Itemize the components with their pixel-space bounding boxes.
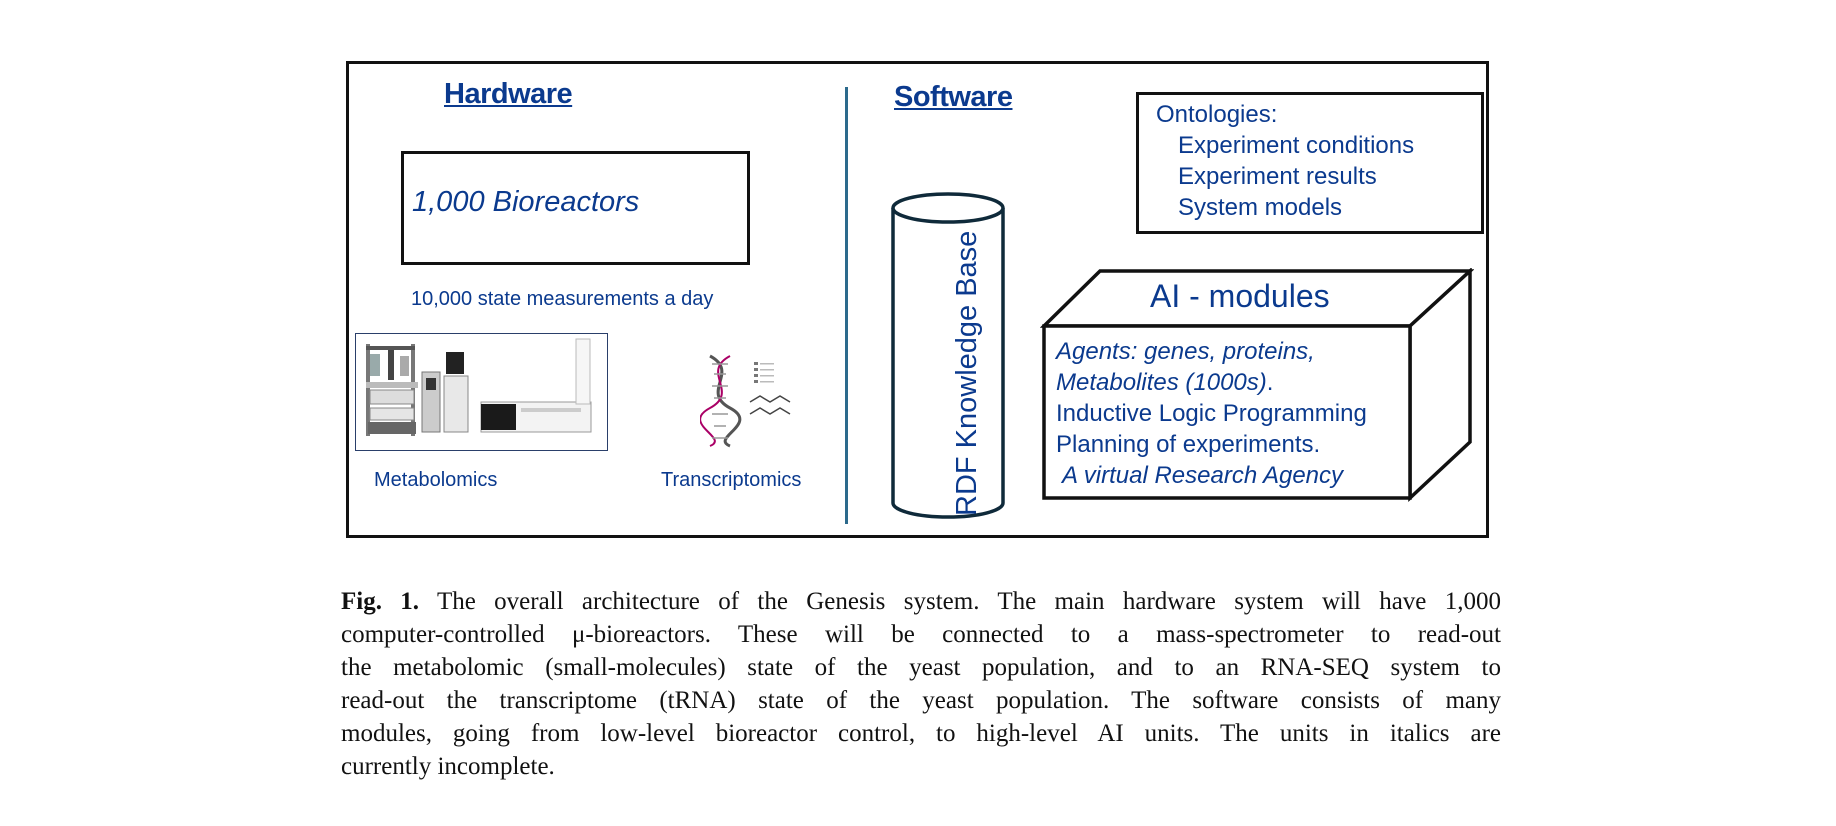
ai-module-line: . <box>1266 369 1274 396</box>
transcriptomics-label: Transcriptomics <box>661 469 802 491</box>
caption-line: Fig. 1. The overall architecture of the … <box>341 585 1501 618</box>
measurements-label: 10,000 state measurements a day <box>411 288 714 310</box>
ontologies-title: Ontologies: <box>1156 101 1278 128</box>
caption-text: The overall architecture of the Genesis … <box>436 588 1501 615</box>
ontology-item: Experiment results <box>1178 163 1377 190</box>
ai-module-line: Planning of experiments. <box>1056 431 1321 458</box>
ai-module-line: Agents: genes, proteins, <box>1056 338 1315 365</box>
ai-modules-box <box>1040 268 1474 503</box>
caption-line: read-out the transcriptome (tRNA) state … <box>341 687 1501 714</box>
caption-label: Fig. 1. <box>341 588 420 615</box>
software-heading: Software <box>894 81 1013 113</box>
knowledge-base-cylinder <box>891 192 1005 519</box>
metabolomics-label: Metabolomics <box>374 469 498 491</box>
bioreactors-box <box>401 151 750 265</box>
caption-line: the metabolomic (small-molecules) state … <box>341 654 1501 681</box>
hardware-heading: Hardware <box>444 78 573 110</box>
ai-modules-title: AI - modules <box>1150 278 1330 314</box>
lab-equipment-illustration <box>366 338 592 436</box>
ontology-item: System models <box>1178 194 1343 221</box>
ai-module-line: A virtual Research Agency <box>1062 462 1344 489</box>
metabolomics-instrument-image <box>355 333 608 451</box>
ai-module-line-group: Metabolites (1000s). <box>1056 369 1273 397</box>
knowledge-base-label: RDF Knowledge Base <box>951 230 983 516</box>
ai-module-line: Inductive Logic Programming <box>1056 400 1367 427</box>
ontology-item: Experiment conditions <box>1178 132 1415 159</box>
hardware-software-divider <box>845 87 848 524</box>
caption-line: modules, going from low-level bioreactor… <box>341 720 1501 747</box>
dna-helix-icon <box>700 354 791 448</box>
bioreactors-label: 1,000 Bioreactors <box>412 186 640 218</box>
architecture-diagram-frame <box>346 61 1489 538</box>
ontologies-box <box>1136 92 1484 234</box>
ai-module-line: Metabolites (1000s) <box>1056 369 1267 396</box>
caption-line: computer-controlled μ-bioreactors. These… <box>341 621 1501 648</box>
caption-line: currently incomplete. <box>341 753 555 780</box>
figure-caption: Fig. 1. The overall architecture of the … <box>341 585 1501 783</box>
